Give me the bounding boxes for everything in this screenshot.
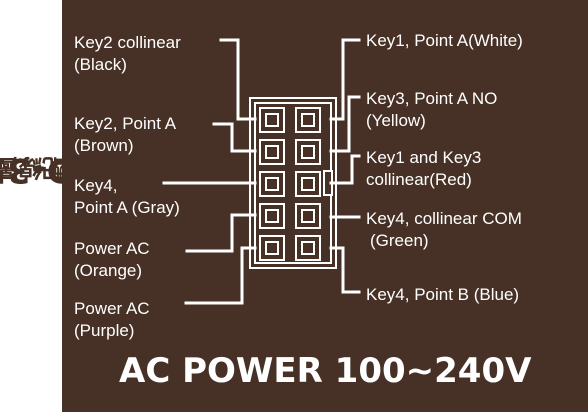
pin-core-left-5 (265, 241, 279, 255)
right-label-4-line-1: Key4, collinear COM (366, 209, 522, 228)
pin-core-right-5 (301, 241, 315, 255)
pin-core-right-2 (301, 145, 315, 159)
left-label-5: Power AC (Purple) (74, 298, 150, 342)
left-label-3: Key4, Point A (Gray) (74, 175, 180, 219)
left-label-4-line-1: Power AC (74, 239, 150, 258)
wire-leaders (162, 38, 361, 305)
right-label-2: Key3, Point A NO (Yellow) (366, 88, 497, 132)
power-rating-title: AC POWER 100~240V (119, 351, 532, 391)
pin-core-left-2 (265, 145, 279, 159)
right-label-1: Key1, Point A(White) (366, 30, 523, 52)
pin-core-left-4 (265, 209, 279, 223)
pin-socket-right-4 (295, 203, 321, 229)
right-label-5: Key4, Point B (Blue) (366, 284, 519, 306)
pin-core-right-3 (301, 177, 315, 191)
right-label-2-line-1: Key3, Point A NO (366, 89, 498, 108)
left-label-5-line-1: Power AC (74, 299, 150, 318)
left-label-1-line-2: (Black) (74, 55, 127, 74)
wire-leader-right-1 (329, 38, 361, 121)
left-label-2-line-2: (Brown) (74, 136, 134, 155)
pin-socket-left-1 (259, 107, 285, 133)
wire-leader-right-2 (329, 95, 361, 153)
right-label-3: Key1 and Key3 collinear(Red) (366, 147, 481, 191)
wiring-title: 配線圖 (0, 153, 66, 182)
pin-socket-right-3 (295, 171, 321, 197)
wire-leader-left-5 (184, 246, 257, 305)
right-label-3-line-1: Key1 and Key3 (366, 148, 482, 167)
pin-socket-right-1 (295, 107, 321, 133)
left-label-1-line-1: Key2 collinear (74, 33, 181, 52)
pin-socket-left-3 (259, 171, 285, 197)
left-label-4-line-2: (Orange) (74, 261, 143, 280)
wire-leader-right-5 (329, 246, 361, 294)
wire-leader-right-3 (329, 154, 361, 185)
pin-core-left-3 (265, 177, 279, 191)
right-label-2-line-2: (Yellow) (366, 111, 426, 130)
pin-core-right-4 (301, 209, 315, 223)
right-label-1-line-1: Key1, Point A(White) (366, 31, 523, 50)
left-label-2: Key2, Point A (Brown) (74, 113, 176, 157)
left-label-1: Key2 collinear (Black) (74, 32, 181, 76)
wire-leader-left-4 (185, 213, 257, 253)
left-label-3-line-1: Key4, (74, 176, 118, 195)
left-label-2-line-1: Key2, Point A (74, 114, 177, 133)
right-label-4: Key4, collinear COM (Green) (366, 208, 522, 252)
pin-socket-left-4 (259, 203, 285, 229)
right-label-5-line-1: Key4, Point B (Blue) (366, 285, 520, 304)
right-label-4-line-2: (Green) (370, 231, 429, 250)
left-label-3-line-2: Point A (Gray) (74, 198, 180, 217)
left-label-5-line-2: (Purple) (74, 321, 135, 340)
pin-socket-left-5 (259, 235, 285, 261)
pin-socket-left-2 (259, 139, 285, 165)
pin-socket-right-5 (295, 235, 321, 261)
wire-leader-left-1 (219, 38, 257, 121)
pin-core-left-1 (265, 113, 279, 127)
left-label-4: Power AC (Orange) (74, 238, 150, 282)
wire-leader-left-2 (212, 122, 257, 153)
right-label-3-line-2: collinear(Red) (366, 170, 472, 189)
pin-core-right-1 (301, 113, 315, 127)
pin-socket-right-2 (295, 139, 321, 165)
diagram-panel-background (62, 0, 588, 412)
